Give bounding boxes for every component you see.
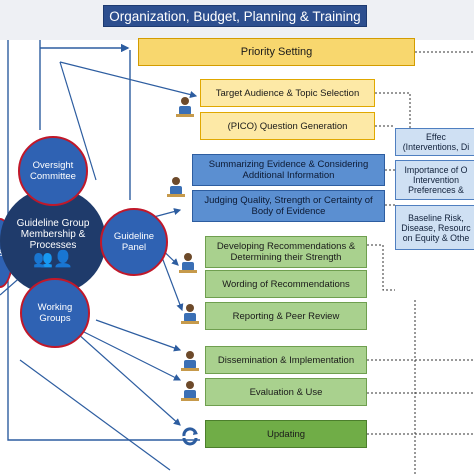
- person-at-desk-icon: [178, 252, 198, 276]
- core-circle-label: Guideline Group Membership & Processes: [16, 217, 90, 251]
- oversight-label: Oversight Committee: [30, 160, 76, 182]
- judging-quality-box: Judging Quality, Strength or Certainty o…: [192, 190, 385, 222]
- oversight-circle: Oversight Committee: [18, 136, 88, 206]
- effects-side-box: Effec (Interventions, Di: [395, 128, 474, 156]
- updating-box: Updating: [205, 420, 367, 448]
- importance-side-box: Importance of O Intervention Preferences…: [395, 160, 474, 200]
- people-icon: 👥👤: [33, 250, 73, 268]
- person-at-desk-icon: [180, 380, 200, 404]
- guideline-panel-label: Guideline Panel: [113, 231, 155, 253]
- developing-recommendations-box: Developing Recommendations & Determining…: [205, 236, 367, 268]
- person-at-desk-icon: [180, 303, 200, 327]
- working-groups-circle: Working Groups: [20, 278, 90, 348]
- target-audience-box: Target Audience & Topic Selection: [200, 79, 375, 107]
- working-groups-label: Working Groups: [37, 302, 73, 324]
- baseline-side-box: Baseline Risk, Disease, Resourc on Equit…: [395, 205, 474, 250]
- person-at-desk-icon: [166, 176, 186, 200]
- summarizing-evidence-box: Summarizing Evidence & Considering Addit…: [192, 154, 385, 186]
- wording-recommendations-box: Wording of Recommendations: [205, 270, 367, 298]
- refresh-arrows-icon: [180, 424, 200, 448]
- evaluation-box: Evaluation & Use: [205, 378, 367, 406]
- priority-setting-box: Priority Setting: [138, 38, 415, 66]
- reporting-review-box: Reporting & Peer Review: [205, 302, 367, 330]
- person-at-desk-icon: [175, 96, 195, 120]
- person-at-desk-icon: [180, 350, 200, 374]
- pico-question-box: (PICO) Question Generation: [200, 112, 375, 140]
- guideline-panel-circle: Guideline Panel: [100, 208, 168, 276]
- dissemination-box: Dissemination & Implementation: [205, 346, 367, 374]
- diagram-title: Organization, Budget, Planning & Trainin…: [103, 5, 367, 27]
